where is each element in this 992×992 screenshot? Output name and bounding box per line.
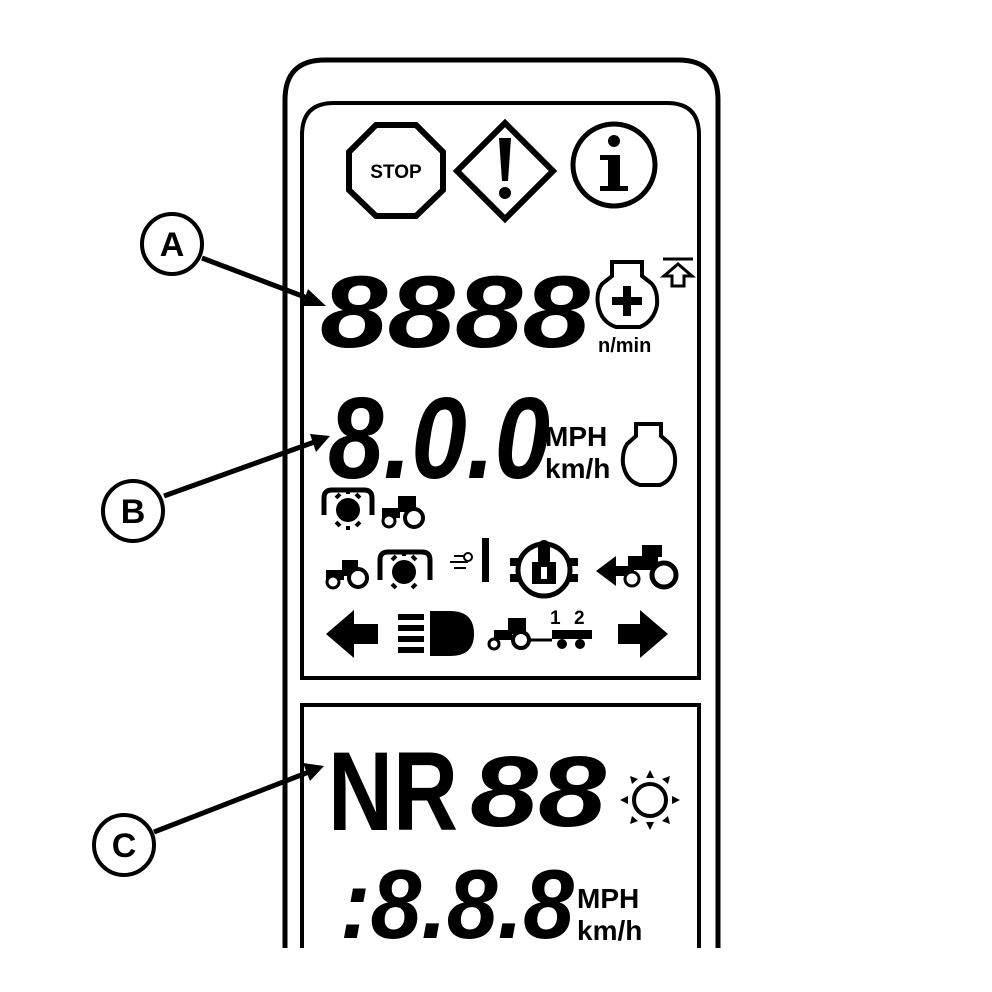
trailer-label-1: 1: [550, 608, 561, 629]
callout-c: C: [92, 763, 324, 877]
housing-outline: [282, 57, 721, 948]
lower-speed-unit-mph: MPH: [577, 883, 639, 914]
headlight-icon: [398, 611, 474, 656]
ground-speed-digits: 8.0.0: [328, 373, 550, 503]
info-icon: [570, 121, 658, 209]
callout-a: A: [140, 212, 326, 306]
upper-display-panel: [300, 101, 701, 680]
caution-icon: [452, 118, 558, 224]
stop-icon: STOP: [346, 122, 446, 219]
front-pto-icon: [321, 487, 375, 530]
engine-speed-unit: n/min: [598, 335, 651, 357]
gear-letters: NR: [328, 729, 458, 854]
trailer-label-2: 2: [574, 608, 585, 629]
stop-sign-text: STOP: [370, 162, 422, 183]
lower-speed-digits: :8.8.8: [340, 849, 574, 959]
rear-pto-icon: [377, 549, 433, 590]
tractor-small-icon-2: [325, 560, 369, 590]
gear-digits: 88: [470, 736, 606, 848]
ground-speed-unit-mph: MPH: [545, 421, 607, 452]
callout-b: B: [101, 434, 330, 543]
tractor-trailer-icon: 1 2: [487, 608, 592, 651]
left-turn-icon: [326, 610, 378, 658]
right-turn-icon: [618, 610, 668, 658]
engine-speed-icon: [595, 260, 660, 329]
tractor-small-icon-1: [381, 496, 425, 529]
callout-c-letter: C: [112, 827, 137, 865]
lower-speed-unit-kmh: km/h: [577, 915, 642, 946]
engine-outline-icon: [620, 422, 678, 487]
ground-speed-unit-kmh: km/h: [545, 453, 610, 484]
arrow-up-max-icon: [659, 257, 697, 288]
callout-b-letter: B: [121, 493, 146, 531]
lower-display-panel: [300, 703, 701, 948]
hitch-draft-icon: [450, 538, 489, 582]
gear-sun-icon: [620, 770, 680, 830]
hitch-tractor-icon: [596, 545, 679, 590]
callout-a-letter: A: [160, 226, 185, 264]
engine-speed-digits: 8888: [320, 255, 590, 369]
differential-lock-icon: [510, 540, 578, 599]
